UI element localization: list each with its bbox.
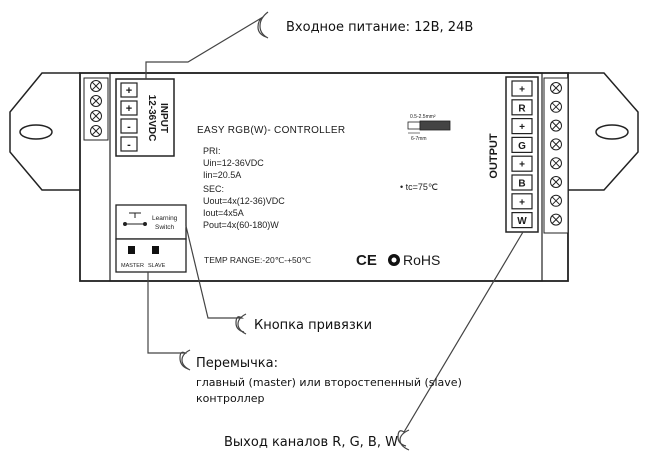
power-bracket bbox=[259, 11, 269, 39]
jumper-bracket bbox=[181, 349, 191, 371]
output-terminal-label: + bbox=[519, 197, 525, 208]
housing-inner-frame bbox=[109, 72, 543, 282]
jumper-leader-line bbox=[147, 272, 189, 370]
output-terminal-label: R bbox=[518, 103, 526, 114]
right-mounting-hole bbox=[595, 124, 629, 140]
output-screw-terminals bbox=[543, 77, 569, 234]
output-bracket bbox=[399, 429, 410, 451]
pri-uin: Uin=12-36VDC bbox=[203, 158, 264, 168]
learn-callout: Кнопка привязки bbox=[254, 318, 372, 333]
wire-gauge-label: 0.5-2.5mm² bbox=[410, 114, 436, 120]
sec-iout: Iout=4x5A bbox=[203, 208, 244, 218]
rohs-mark: RoHS bbox=[403, 252, 440, 268]
slave-label: SLAVE bbox=[148, 263, 166, 269]
sec-pout: Pout=4x(60-180)W bbox=[203, 220, 279, 230]
callout-lines bbox=[145, 11, 524, 451]
input-terminal-3: - bbox=[120, 118, 138, 134]
push-switch-icon bbox=[123, 212, 147, 226]
output-terminal-label: + bbox=[519, 160, 525, 171]
input-terminal-label: - bbox=[127, 121, 131, 133]
device-body: + + - - INPUT 12-36VDC + R + G + B + W OUTPUT EASY… bbox=[9, 72, 639, 282]
input-terminal-label: + bbox=[126, 103, 132, 115]
input-terminal-2: + bbox=[120, 100, 138, 116]
input-terminal-4: - bbox=[120, 136, 138, 152]
learn-bracket bbox=[237, 313, 247, 335]
output-terminal-4: G bbox=[511, 136, 533, 153]
output-terminal-label: G bbox=[518, 141, 526, 152]
output-terminal-3: + bbox=[511, 117, 533, 135]
jumper-callout-line2: контроллер bbox=[196, 392, 265, 405]
input-terminal-1: + bbox=[120, 82, 138, 98]
input-terminal-block: + + - - INPUT 12-36VDC bbox=[115, 78, 175, 157]
pri-iin: Iin=20.5A bbox=[203, 170, 241, 180]
callout-texts: Входное питание: 12В, 24В Кнопка привязк… bbox=[196, 20, 473, 450]
jumper-callout-line1: главный (master) или второстепенный (sla… bbox=[196, 376, 462, 389]
left-mounting-hole bbox=[19, 124, 53, 140]
input-label: INPUT bbox=[158, 103, 169, 133]
spec-block: PRI: Uin=12-36VDC Iin=20.5A SEC: Uout=4x… bbox=[203, 146, 285, 230]
output-label: OUTPUT bbox=[488, 133, 500, 179]
output-callout: Выход каналов R, G, B, W bbox=[224, 435, 398, 450]
strip-length-label: 6-7mm bbox=[411, 136, 427, 142]
switch-label: Switch bbox=[155, 224, 175, 231]
master-slave-box: MASTER SLAVE bbox=[115, 238, 187, 273]
wire-strip-diagram: 0.5-2.5mm² 6-7mm bbox=[407, 114, 451, 142]
sec-uout: Uout=4x(12-36)VDC bbox=[203, 196, 285, 206]
output-terminal-5: + bbox=[511, 155, 533, 172]
certification-marks: CE RoHS bbox=[356, 252, 440, 269]
master-label: MASTER bbox=[121, 263, 144, 269]
output-terminal-label: B bbox=[518, 179, 525, 190]
output-terminal-label: + bbox=[519, 85, 525, 96]
pri-heading: PRI: bbox=[203, 146, 221, 156]
output-terminal-1: + bbox=[511, 80, 533, 97]
learning-switch-box: Learning Switch bbox=[115, 204, 187, 240]
temp-range: TEMP RANGE:-20℃-+50℃ bbox=[204, 255, 311, 265]
slave-jumper-icon bbox=[152, 246, 159, 254]
power-callout: Входное питание: 12В, 24В bbox=[286, 20, 473, 35]
output-terminal-8: W bbox=[511, 212, 533, 229]
learning-label: Learning bbox=[152, 215, 178, 222]
device-title: EASY RGB(W)- CONTROLLER bbox=[197, 125, 345, 136]
output-terminal-label: W bbox=[517, 216, 527, 227]
jumper-callout-title: Перемычка: bbox=[196, 356, 278, 371]
input-screw-terminals bbox=[83, 77, 109, 141]
input-terminal-label: - bbox=[127, 139, 131, 151]
recycle-icon bbox=[388, 254, 400, 266]
output-terminal-6: B bbox=[511, 174, 533, 191]
input-terminal-label: + bbox=[126, 85, 132, 97]
output-terminal-block: + R + G + B + W OUTPUT bbox=[488, 76, 539, 233]
master-jumper-icon bbox=[128, 246, 135, 254]
output-terminal-7: + bbox=[511, 193, 533, 210]
output-terminal-label: + bbox=[519, 122, 525, 133]
sec-heading: SEC: bbox=[203, 184, 224, 194]
tc-rating: • tc=75℃ bbox=[400, 182, 438, 192]
output-terminal-2: R bbox=[511, 99, 533, 116]
input-voltage-label: 12-36VDC bbox=[146, 95, 157, 142]
power-leader-line bbox=[145, 16, 267, 79]
ce-mark: CE bbox=[356, 252, 377, 269]
